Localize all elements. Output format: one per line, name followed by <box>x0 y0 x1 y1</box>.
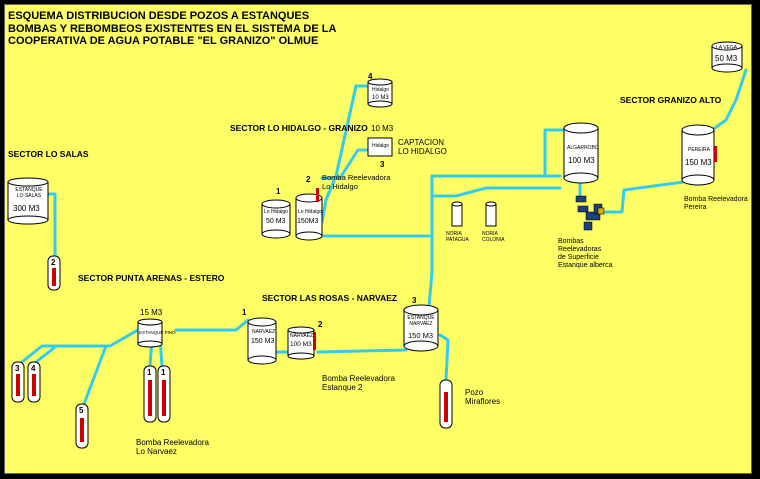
pipe-trunk <box>426 174 562 320</box>
tank-narvaez-2-capacity: 100 M3 <box>290 341 312 348</box>
tank-algarrobo-capacity: 100 M3 <box>568 156 595 165</box>
well-narvaez-b-number: 1 <box>161 368 166 377</box>
title-line-3: COOPERATIVA DE AGUA POTABLE "EL GRANIZO"… <box>8 35 319 48</box>
tank-narvaez-1-number: 1 <box>242 308 247 317</box>
pipe-captacion <box>320 148 370 180</box>
tank-punta-arenas <box>137 318 163 348</box>
well-punta-1 <box>11 361 25 403</box>
tank-lo-hidalgo-150-number: 2 <box>306 175 311 184</box>
tank-lo-hidalgo-50-capacity: 50 M3 <box>266 218 286 225</box>
captacion-label: CAPTACION LO HIDALGO <box>398 138 447 157</box>
noria-pataguas <box>451 201 463 227</box>
label-bomba-estanque2: Bomba Reelevadora Estanque 2 <box>322 374 395 393</box>
tank-narvaez-2-name: NARVAEZ <box>290 333 314 339</box>
well-punta-1-number: 3 <box>15 364 20 373</box>
pipe-norias <box>430 186 562 198</box>
tank-la-vega <box>711 41 743 73</box>
captacion-capacity: 10 M3 <box>371 124 394 133</box>
title-line-1: ESQUEMA DISTRIBUCION DESDE POZOS A ESTAN… <box>8 10 310 22</box>
tank-algarrobo-name: ALGARROBO <box>567 145 599 151</box>
tank-lo-hidalgo-50-number: 1 <box>276 187 281 196</box>
label-noria-colonia: NORIA COLONIA <box>482 231 505 243</box>
pipe-punta-arenas-b <box>34 346 56 364</box>
well-lo-salas-number: 2 <box>51 258 56 267</box>
pipe-to-pereira <box>602 180 686 214</box>
tank-narvaez-3-number: 3 <box>412 296 417 305</box>
tank-la-vega-capacity: 50 M3 <box>715 54 738 63</box>
tank-lo-salas-capacity: 300 M3 <box>13 204 40 213</box>
well-punta-3 <box>75 403 89 449</box>
well-punta-2 <box>27 361 41 403</box>
well-narvaez-a-number: 1 <box>147 368 152 377</box>
title-line-2: BOMBAS Y REBOMBEOS EXISTENTES EN EL SIST… <box>8 22 337 35</box>
tank-lo-hidalgo-50-name: Lo Hidalgo <box>264 209 288 215</box>
tank-hidalgo-top-name: Hidalgo <box>372 87 389 93</box>
tank-algarrobo <box>563 122 599 184</box>
pipe-lo-salas <box>46 192 57 258</box>
pump-estanque2-marker <box>313 332 316 350</box>
well-punta-3-number: 5 <box>79 406 84 415</box>
tank-lo-hidalgo-150-capacity: 150M3 <box>297 218 319 225</box>
sector-lo-salas: SECTOR LO SALAS <box>8 149 89 159</box>
tank-narvaez-3-capacity: 150 M3 <box>408 331 434 340</box>
tank-narvaez-3 <box>403 304 439 352</box>
tank-punta-arenas-name: ESTANQUE PINO <box>139 330 176 335</box>
pipe-hidalgo-up <box>320 174 338 224</box>
label-pozo-miraflores: Pozo Miraflores <box>465 388 501 407</box>
sector-granizo-alto: SECTOR GRANIZO ALTO <box>620 95 722 105</box>
tank-punta-arenas-capacity: 15 M3 <box>140 308 163 317</box>
tank-pereira <box>681 124 715 186</box>
tank-pereira-capacity: 150 M3 <box>685 158 712 167</box>
pump-valve <box>597 207 605 215</box>
tank-lo-hidalgo-150 <box>295 193 323 241</box>
pipe-to-hidalgo-top <box>334 84 372 178</box>
tank-lo-salas <box>7 177 49 225</box>
tank-narvaez-1-capacity: 150 M3 <box>251 338 275 345</box>
sector-punta-arenas: SECTOR PUNTA ARENAS - ESTERO <box>78 273 225 283</box>
sector-lo-hidalgo: SECTOR LO HIDALGO - GRANIZO <box>230 123 368 133</box>
tank-narvaez-2-number: 2 <box>318 320 323 329</box>
pipe-to-algarrobo <box>543 128 574 178</box>
diagram-title: ESQUEMA DISTRIBUCION DESDE POZOS A ESTAN… <box>8 10 336 48</box>
pipe-to-la-vega <box>710 68 748 132</box>
well-miraflores <box>439 379 453 429</box>
pipe-punta-arenas-c <box>82 344 108 406</box>
label-bomba-pereira: Bomba Reelevadora Pereira <box>684 196 748 212</box>
well-narvaez-b <box>157 365 171 423</box>
captacion-tank-name: Hidalgo <box>372 143 389 149</box>
label-noria-pataguas: NORIA PATAGUA <box>446 231 469 243</box>
pump-pereira-marker <box>714 146 717 162</box>
pipe-narvaez-2-3 <box>316 318 408 354</box>
label-bomba-hidalgo: Bomba Reelevadora Lo Hidalgo <box>322 173 391 191</box>
tank-hidalgo-top <box>367 78 393 108</box>
captacion-number: 3 <box>380 160 385 169</box>
tank-la-vega-name: LA VEGA <box>716 45 738 51</box>
tank-captacion <box>367 137 393 157</box>
noria-colonia <box>485 201 497 227</box>
well-narvaez-a <box>143 365 157 423</box>
tank-hidalgo-top-capacity: 10 M3 <box>372 95 389 101</box>
tank-pereira-name: PEREIRA <box>688 147 710 153</box>
tank-lo-salas-name: ESTANQUE LO SALAS <box>15 187 43 199</box>
tank-narvaez-2 <box>287 326 315 360</box>
tank-lo-hidalgo-150-name: Lo Hidalgo <box>298 209 322 215</box>
pipe-miraflores <box>438 333 450 382</box>
tank-lo-hidalgo-50 <box>261 199 291 239</box>
tank-hidalgo-top-number: 4 <box>368 72 373 81</box>
tank-narvaez-1-name: NARVAEZ <box>252 329 276 335</box>
tank-narvaez-1 <box>247 317 277 365</box>
label-bombas-superficie: Bombas Reelevadoras de Superficie Estanq… <box>558 238 613 270</box>
well-punta-2-number: 4 <box>31 364 36 373</box>
well-lo-salas <box>47 255 61 291</box>
pump-hidalgo-marker <box>316 188 319 202</box>
label-bomba-narvaez: Bomba Reelevadora Lo Narvaez <box>136 438 209 457</box>
pipe-to-narvaez-1 <box>174 318 250 332</box>
pipe-punta-arenas-main <box>20 328 140 364</box>
sector-las-rosas: SECTOR LAS ROSAS - NARVAEZ <box>262 293 398 303</box>
tank-narvaez-3-name: ESTANQUE NARVAEZ <box>407 315 435 327</box>
